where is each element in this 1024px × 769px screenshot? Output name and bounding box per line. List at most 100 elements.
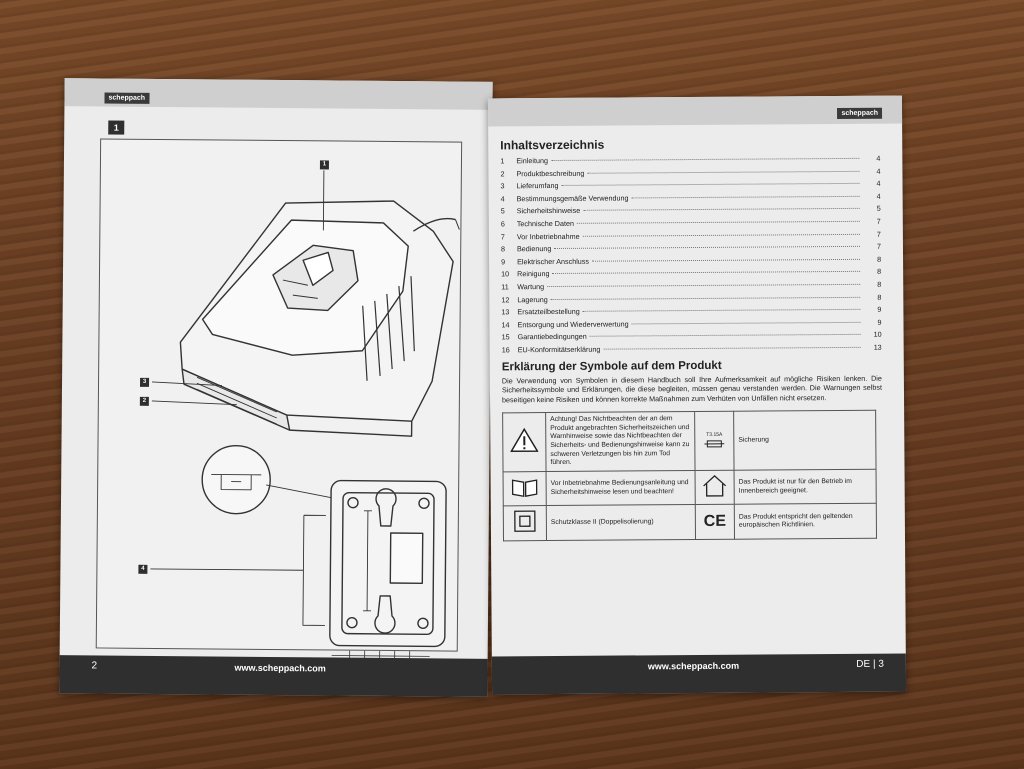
page-number: 2 [91, 660, 98, 672]
keyhole-slot-top [375, 488, 397, 527]
fuse-text: Sicherung [733, 410, 877, 471]
screw-hole [417, 617, 429, 629]
toc-entry-page: 4 [876, 178, 881, 188]
toc-leader-dots [561, 183, 860, 187]
toc-entry-number: 5 [500, 206, 505, 216]
toc-leader-dots [589, 334, 861, 338]
double-insulation-icon [503, 505, 547, 541]
spacing-dimension [363, 510, 372, 612]
toc-entry-number: 10 [501, 269, 510, 279]
toc-entry-page: 5 [876, 204, 881, 214]
website-link[interactable]: www.scheppach.com [234, 662, 326, 674]
power-cable [413, 218, 456, 232]
toc-entry-title: Produktbeschreibung [516, 168, 585, 178]
manual-text: Vor Inbetriebnahme Bedienungsanleitung u… [546, 470, 696, 506]
callout-line-3 [152, 381, 223, 386]
detail-magnifier [201, 444, 271, 515]
callout-line-4 [150, 514, 326, 626]
toc-entry-page: 9 [877, 317, 882, 327]
callout-line-2 [151, 400, 237, 406]
toc-entry-page: 4 [876, 166, 881, 176]
keyhole-slot-bottom [374, 595, 396, 634]
side-vents [362, 276, 415, 381]
toc-entry-title: Reinigung [517, 269, 550, 279]
toc-entry-page: 8 [877, 279, 882, 289]
warning-icon [502, 412, 547, 472]
fuse-icon-label: T3.15A [706, 431, 723, 438]
toc-leader-dots [631, 195, 860, 199]
toc-entry-number: 15 [501, 332, 510, 342]
table-row: Schutzklasse II (Doppelisolierung) CE Da… [503, 503, 877, 541]
toc-entry-page: 4 [876, 191, 881, 201]
toc-entry-number: 9 [501, 257, 506, 267]
toc-entry-number: 4 [500, 194, 505, 204]
right-page: scheppach Inhaltsverzeichnis 1 Einleitung… [487, 95, 907, 695]
toc-entry-title: Lieferumfang [516, 181, 559, 191]
toc-entry-title: Ersatzteilbestellung [517, 306, 580, 317]
house-icon [695, 470, 735, 505]
toc-leader-dots [583, 208, 860, 212]
callout-line-1 [322, 170, 325, 231]
callout-4: 4 [138, 564, 148, 574]
toc-entry-page: 8 [877, 254, 882, 264]
toc-entry-page: 8 [877, 292, 882, 302]
toc-leader-dots [552, 271, 861, 275]
left-page: scheppach 1 [59, 78, 493, 697]
callout-1: 1 [319, 160, 329, 170]
ce-mark-icon: CE [695, 504, 735, 540]
toc-entry-page: 7 [876, 241, 881, 251]
toc-entry-number: 3 [500, 181, 505, 191]
table-row: Vor Inbetriebnahme Bedienungsanleitung u… [503, 469, 877, 507]
toc-entry-number: 8 [500, 244, 506, 254]
toc-entry-title: Vor Inbetriebnahme [516, 231, 580, 241]
toc-leader-dots [582, 308, 861, 312]
symbols-table: Achtung! Das Nichtbeachten der an dem Pr… [502, 410, 877, 541]
toc-entry-title: Entsorgung und Wiederverwertung [517, 319, 629, 329]
toc-entry-number: 1 [500, 156, 505, 166]
toc-entry-page: 4 [876, 153, 881, 163]
toc-entry: 16 EU-Konformitätserklärung 13 [502, 342, 882, 357]
toc-entry-number: 16 [501, 345, 510, 355]
website-link[interactable]: www.scheppach.com [647, 660, 740, 672]
front-vents [196, 376, 277, 425]
toc-entry-number: 2 [500, 168, 505, 178]
toc-entry-page: 8 [877, 267, 882, 277]
toc-entry-title: Technische Daten [516, 218, 574, 229]
brand-logo: scheppach [837, 107, 883, 120]
toc-entry-title: Sicherheitshinweise [516, 206, 581, 216]
toc-leader-dots [576, 220, 860, 224]
symbols-title: Erklärung der Symbole auf dem Produkt [501, 359, 722, 373]
toc-leader-dots [587, 170, 860, 174]
toc-leader-dots [591, 258, 861, 262]
toc-leader-dots [631, 321, 861, 325]
toc-entry-number: 6 [500, 219, 505, 229]
warning-text: Achtung! Das Nichtbeachten der an dem Pr… [545, 411, 696, 472]
toc-entry-page: 7 [876, 216, 881, 226]
toc-leader-dots [550, 296, 861, 300]
toc-leader-dots [550, 157, 860, 162]
toc-leader-dots [554, 246, 860, 250]
screw-hole [347, 496, 359, 509]
toc-entry-title: Garantiebedingungen [517, 332, 587, 342]
right-page-content: Inhaltsverzeichnis 1 Einleitung 4 2 Produktb… [500, 136, 883, 542]
page-number: DE | 3 [856, 658, 884, 670]
toc-entry-page: 7 [876, 229, 881, 239]
screw-hole [346, 616, 358, 629]
fuse-icon: T3.15A [694, 411, 735, 471]
toc-entry-title: EU-Konformitätserklärung [517, 344, 601, 355]
charger-bottom-view [329, 479, 447, 648]
toc-entry-title: Einleitung [516, 156, 548, 166]
callout-2: 2 [139, 396, 149, 406]
toc-entry-page: 10 [873, 330, 882, 340]
toc-entry-title: Lagerung [517, 294, 548, 304]
toc-entry-title: Wartung [517, 282, 545, 292]
toc-leader-dots [547, 283, 861, 287]
ce-text: Das Produkt entspricht den geltenden eur… [734, 503, 877, 540]
toc-leader-dots [582, 233, 860, 237]
class2-text: Schutzklasse II (Doppelisolierung) [546, 504, 696, 541]
toc-entry-title: Bedienung [516, 244, 552, 254]
toc-title: Inhaltsverzeichnis [500, 137, 605, 153]
toc-entry-page: 9 [877, 304, 882, 314]
table-of-contents: 1 Einleitung 4 2 Produktbeschreibung 4 3 Liefer… [500, 153, 881, 357]
toc-entry-page: 13 [873, 342, 882, 352]
